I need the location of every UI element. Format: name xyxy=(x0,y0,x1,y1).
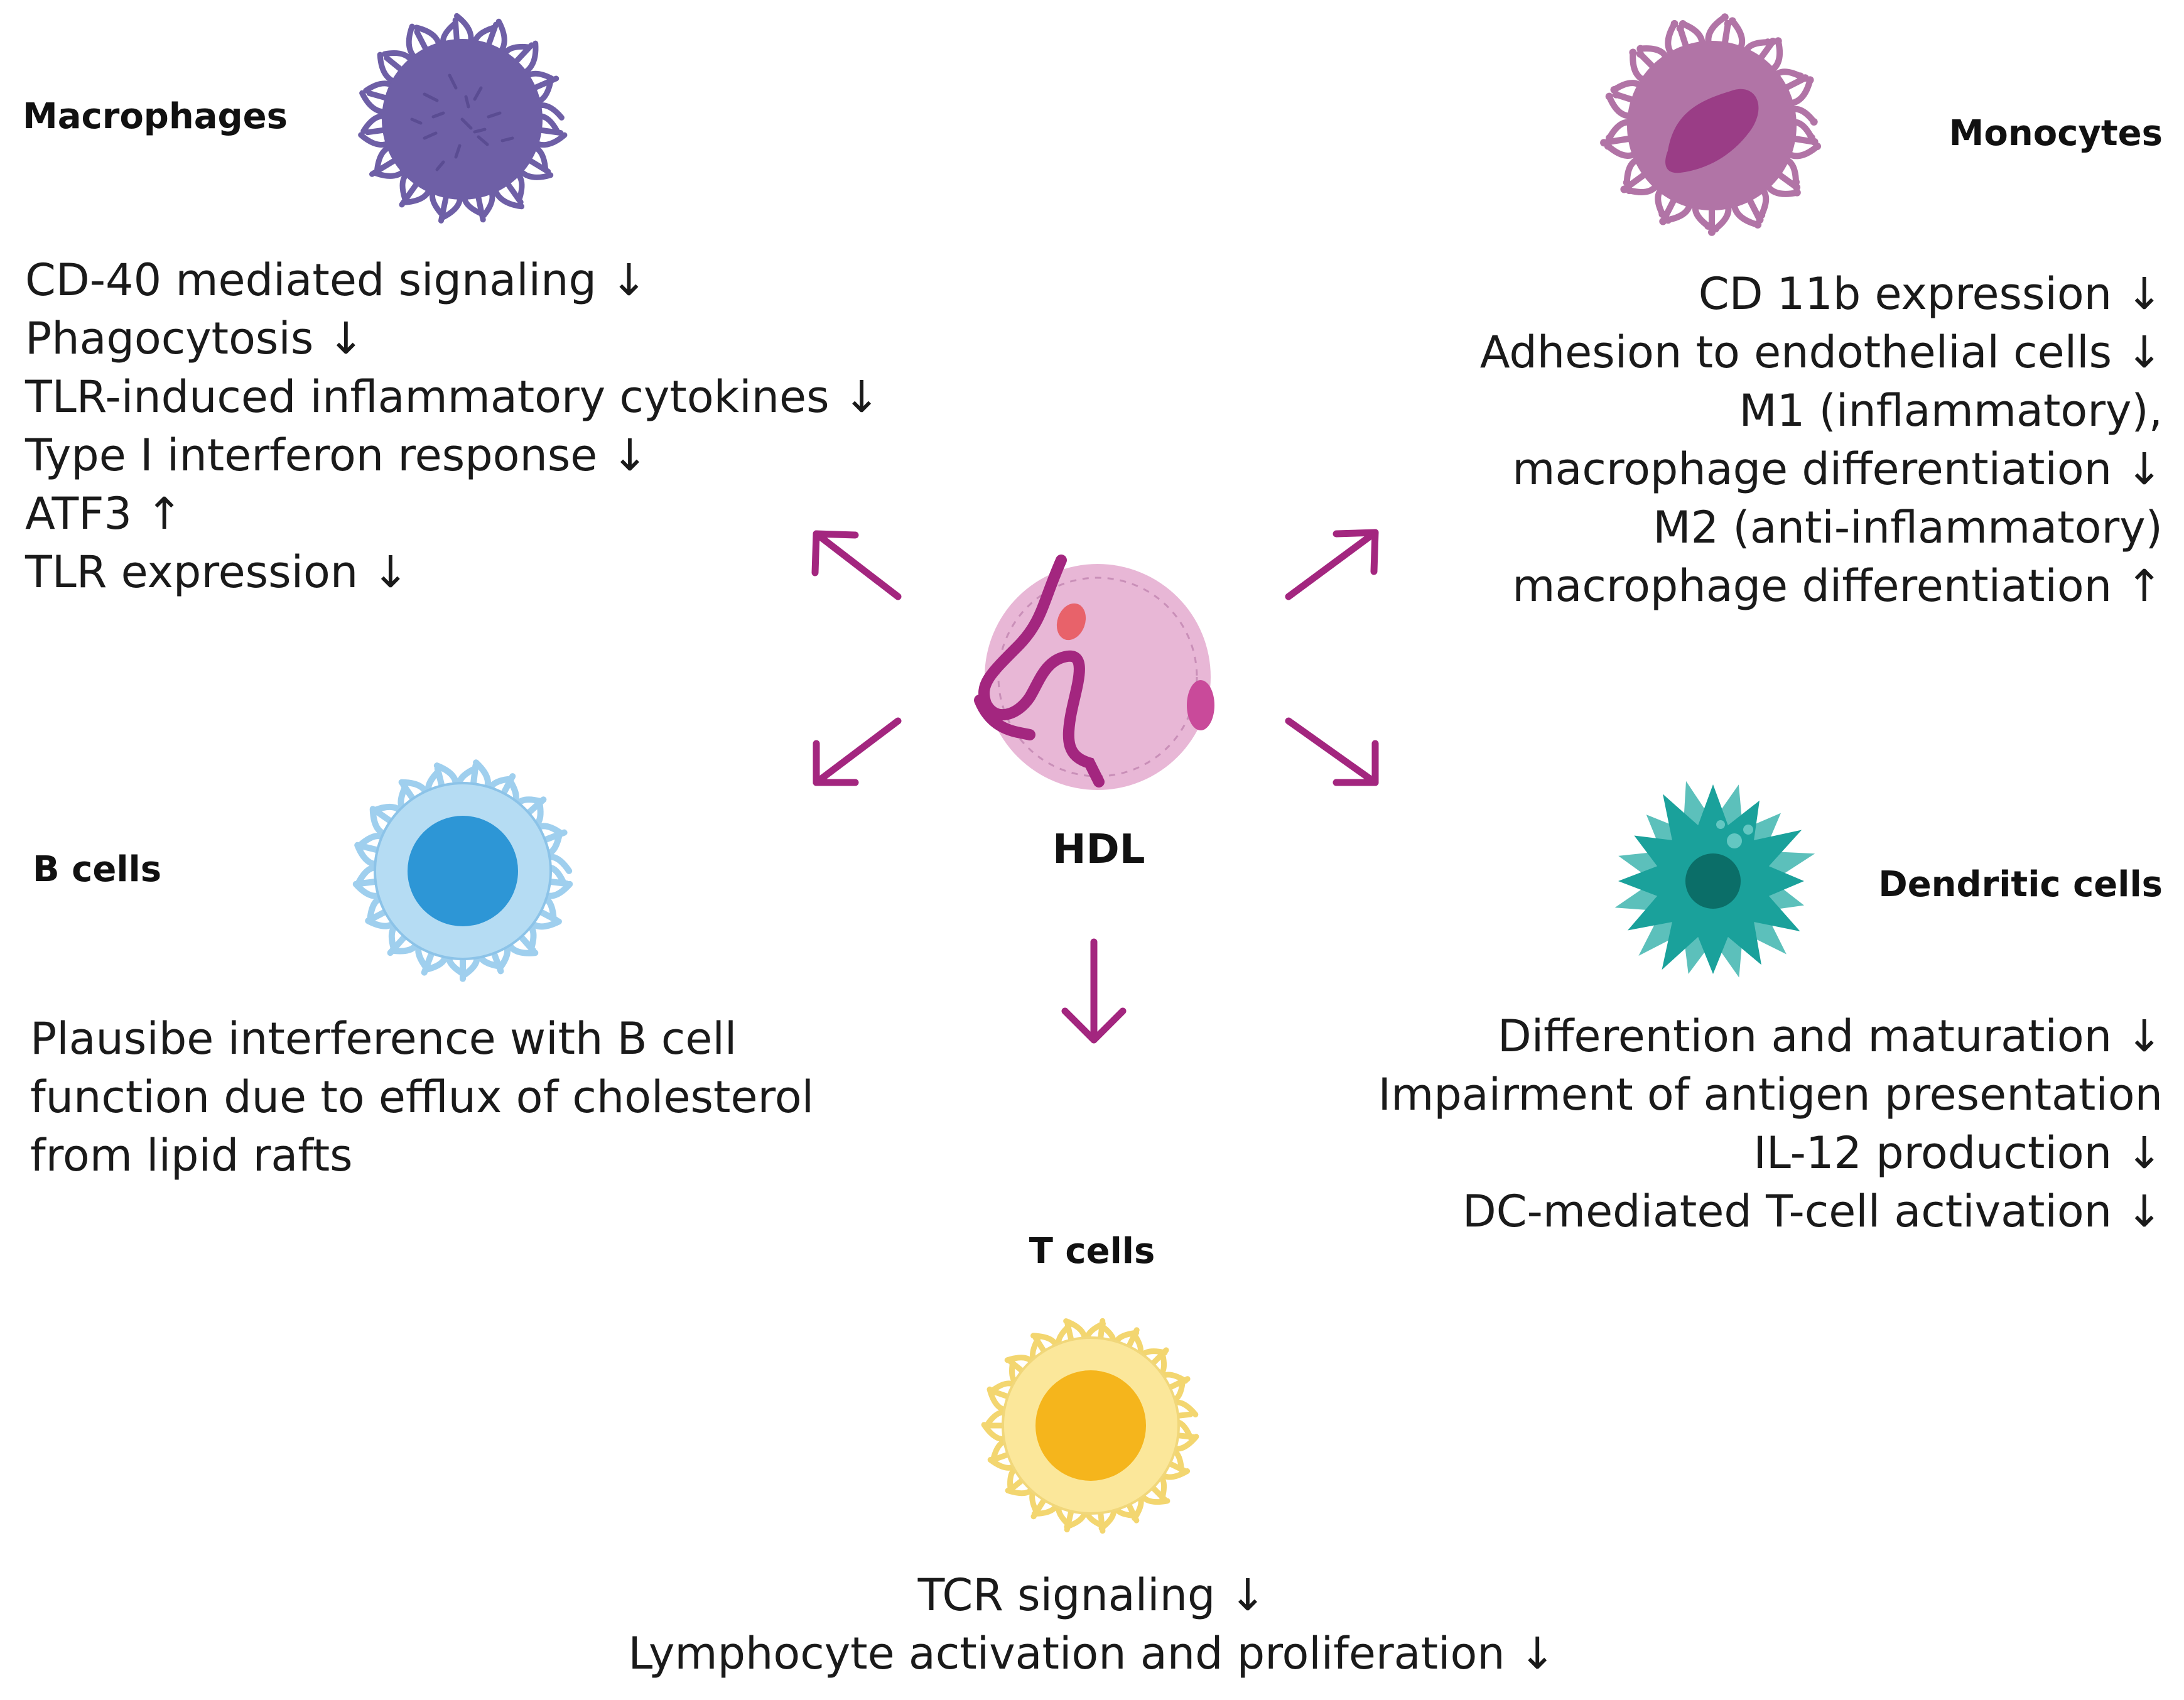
arrow-to-dendritic-cells xyxy=(1285,717,1379,786)
t-cells-effect: Lymphocyte activation and proliferation … xyxy=(628,1628,1556,1679)
t-cells-title: T cells xyxy=(1029,1231,1155,1272)
cell-projection-tip xyxy=(1658,210,1667,218)
cell-projection-tip xyxy=(1754,220,1762,229)
cell-projection-tip xyxy=(1704,222,1712,230)
dendritic-cell-icon xyxy=(1614,781,1815,978)
monocytes-effect: macrophage differentiation ↑ xyxy=(1512,560,2163,612)
dendritic-cells-title: Dendritic cells xyxy=(1878,864,2163,905)
macrophages-effect: Type I interferon response ↓ xyxy=(25,430,649,481)
dendritic-cells-effects: Differention and maturation ↓ Impairment… xyxy=(1378,1007,2163,1241)
macrophages-effect: TLR expression ↓ xyxy=(25,546,409,598)
cell-projection-tip xyxy=(1670,19,1679,28)
macrophages-effect: CD-40 mediated signaling ↓ xyxy=(25,254,647,306)
arrow-to-b-cells xyxy=(813,717,902,786)
b-cells-effect: Plausibe interference with B cell xyxy=(30,1013,737,1064)
cell-projection-tip xyxy=(1708,228,1716,236)
arrow-to-monocytes xyxy=(1285,529,1379,600)
cell-projection-tip xyxy=(1629,48,1637,57)
monocytes-effect: M2 (anti-inflammatory) xyxy=(1653,502,2163,553)
macrophages-effect: Phagocytosis ↓ xyxy=(25,313,365,364)
cell-projection-tip xyxy=(1728,17,1736,25)
cell-projection-tip xyxy=(1623,178,1631,187)
cell-projection-tip xyxy=(1610,86,1618,94)
dendritic-cells-effect: DC-mediated T-cell activation ↓ xyxy=(1462,1186,2163,1237)
macrophages-effect: TLR-induced inflammatory cytokines ↓ xyxy=(25,371,880,423)
b-cell-icon xyxy=(352,759,573,982)
b-cells-effects: Plausibe interference with B cell functi… xyxy=(30,1010,814,1185)
t-cells-effects: TCR signaling ↓ Lymphocyte activation an… xyxy=(401,1566,1783,1683)
cell-projection-tip xyxy=(1620,185,1628,193)
macrophage-cell-icon xyxy=(358,13,568,224)
cell-projection-tip xyxy=(1636,45,1645,53)
dendritic-cells-effect: IL-12 production ↓ xyxy=(1753,1127,2163,1179)
cell-projection-tip xyxy=(1810,118,1818,126)
cell-projection-tip xyxy=(1806,76,1814,84)
cell-projection-tip xyxy=(1605,92,1613,100)
monocytes-effect: Adhesion to endothelial cells ↓ xyxy=(1479,327,2163,378)
b-cells-effect: function due to efflux of cholesterol xyxy=(30,1071,814,1123)
b-cells-title: B cells xyxy=(33,849,162,890)
b-cells-effect: from lipid rafts xyxy=(30,1130,353,1181)
dendritic-cells-effect: Impairment of antigen presentation xyxy=(1378,1069,2163,1120)
macrophages-title: Macrophages xyxy=(23,96,288,137)
monocytes-effect: CD 11b expression ↓ xyxy=(1698,268,2163,320)
monocytes-effects: CD 11b expression ↓ Adhesion to endothel… xyxy=(1480,265,2163,615)
t-cells-effect: TCR signaling ↓ xyxy=(917,1569,1267,1621)
hdl-label: HDL xyxy=(1052,826,1145,873)
monocytes-effect: M1 (inflammatory), xyxy=(1739,385,2163,436)
arrow-to-t-cells xyxy=(1061,938,1127,1044)
monocyte-cell-icon xyxy=(1600,13,1821,236)
cell-projection-tip xyxy=(1793,188,1801,197)
monocytes-title: Monocytes xyxy=(1949,113,2163,154)
cell-projection-tip xyxy=(1679,20,1687,28)
dendritic-cells-effect: Differention and maturation ↓ xyxy=(1497,1010,2163,1062)
cell-projection-tip xyxy=(1814,143,1821,150)
cell-projection-tip xyxy=(1721,13,1729,21)
hdl-particle-icon xyxy=(974,555,1214,790)
cell-projection-tip xyxy=(1774,37,1782,45)
cell-projection-tip xyxy=(1659,217,1667,225)
monocytes-effect: macrophage differentiation ↓ xyxy=(1512,443,2163,495)
cell-projection-tip xyxy=(1606,134,1613,142)
arrow-to-macrophages xyxy=(811,530,902,600)
macrophages-effects: CD-40 mediated signaling ↓ Phagocytosis … xyxy=(25,251,880,602)
t-cell-icon xyxy=(981,1318,1199,1534)
cell-projection-tip xyxy=(1600,139,1608,147)
macrophages-effect: ATF3 ↑ xyxy=(25,488,183,539)
